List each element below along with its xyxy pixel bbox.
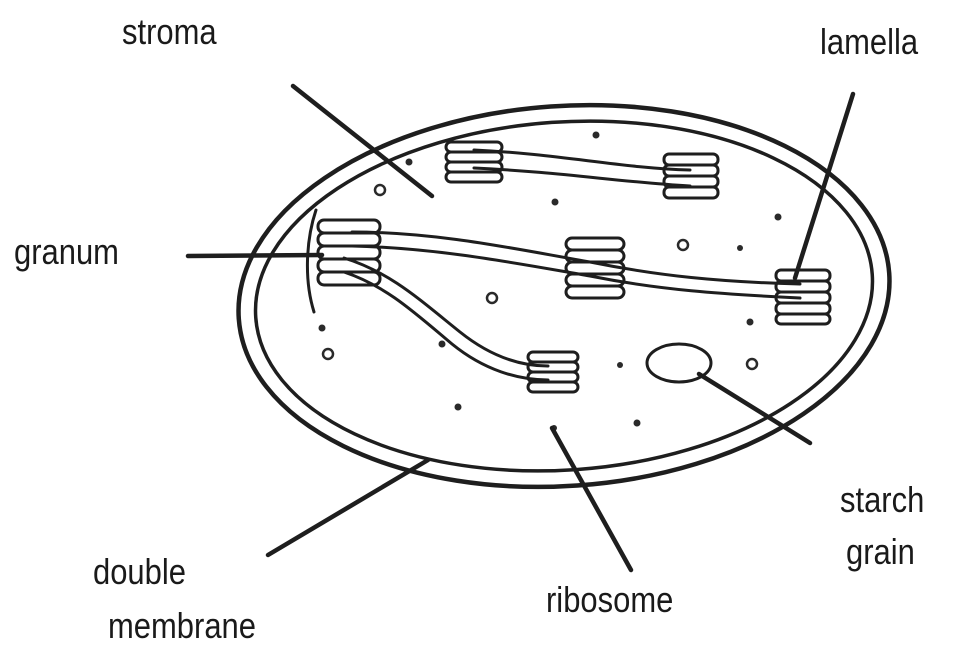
granum-top-right [664,154,718,198]
label-double: double [93,550,186,594]
label-membrane: membrane [108,604,256,648]
label-granum: granum [14,230,119,274]
membrane-leader [268,460,428,555]
leader-lines [188,86,853,570]
lamella-top [474,150,690,170]
granum-leader [188,255,322,256]
label-lamella: lamella [820,20,918,64]
granum-lower [528,352,578,392]
granum-top-left [446,142,502,182]
stroma-leader [293,86,432,196]
label-starch: starch [840,478,924,522]
label-grain: grain [846,530,915,574]
lamella-long [352,232,800,284]
lamellae [344,150,800,380]
starch-leader [699,374,810,443]
outer-membrane [226,84,903,509]
membrane-fold [307,210,316,312]
label-stroma: stroma [122,10,217,54]
ribosome-leader [552,428,631,570]
label-ribosome: ribosome [546,578,673,622]
lamella-lower [344,258,548,366]
